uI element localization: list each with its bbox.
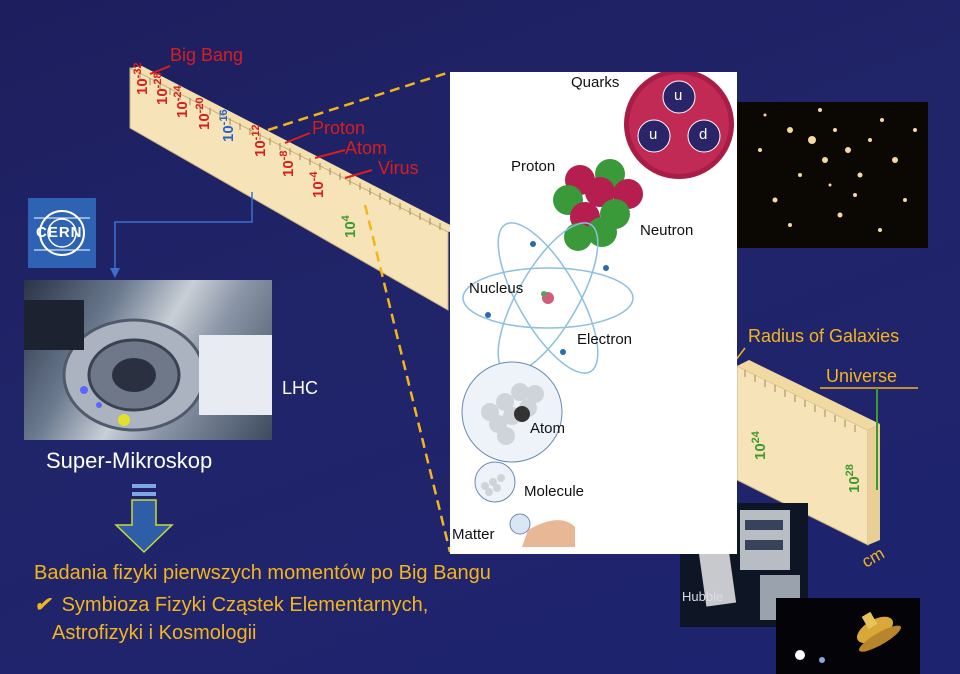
quark-u-left: u [649, 126, 658, 143]
exp-label-m32: 10-32 [132, 62, 151, 95]
pointer-atom [314, 149, 346, 159]
label-big-bang: Big Bang [170, 45, 244, 65]
cern-logo-text: CERN [36, 224, 83, 241]
panel-label-matter: Matter [452, 526, 495, 543]
panel-label-nucleus: Nucleus [469, 280, 524, 297]
exp-label-p28: 1028 [844, 464, 863, 493]
dash-line-bottom [363, 204, 452, 553]
label-radius-galaxies: Radius of Galaxies [748, 326, 900, 346]
label-virus: Virus [378, 158, 419, 178]
panel-label-neutron: Neutron [640, 222, 694, 239]
cern-logo-rings-icon [34, 210, 90, 256]
exp-label-m24: 10-24 [172, 85, 191, 118]
galaxy-cluster-stars [758, 108, 917, 232]
exp-label-m8: 10-8 [278, 150, 297, 177]
label-atom: Atom [345, 138, 388, 158]
ruler-upper-top [130, 66, 460, 232]
galaxy-cluster-photo [737, 102, 928, 248]
wmap-photo [776, 598, 920, 674]
exp-label-m16: 10-16 [218, 109, 237, 142]
pointer-proton [284, 132, 311, 144]
pointer-big-bang [149, 65, 171, 75]
down-arrow-icon [114, 484, 174, 554]
lhc-label: LHC [282, 378, 319, 398]
ruler-lower-ticks [744, 370, 856, 432]
lhc-photo [24, 280, 272, 440]
ruler-lower-side [868, 424, 880, 545]
pointer-virus [344, 169, 373, 179]
matter-scale-graphics [461, 69, 734, 547]
hubble-label: Hubble [682, 589, 724, 604]
quark-u-top: u [674, 87, 683, 104]
panel-label-electron: Electron [577, 331, 633, 348]
label-universe: Universe [826, 366, 898, 386]
ruler-lower-top [737, 360, 880, 430]
exp-label-p24: 1024 [750, 431, 769, 460]
cern-logo: CERN [28, 198, 96, 268]
exp-label-p4: 104 [340, 215, 359, 238]
research-text-line2: ✔ Symbioza Fizyki Cząstek Elementarnych, [34, 592, 428, 617]
ruler-upper-face [129, 67, 449, 311]
exp-label-m28: 10-28 [152, 72, 171, 105]
quark-d: d [699, 126, 708, 143]
super-microscope-label: Super-Mikroskop [46, 448, 213, 473]
exp-label-m12: 10-12 [250, 124, 269, 157]
check-bullet-icon: ✔ [34, 594, 51, 616]
research-text-line2-content: Symbioza Fizyki Cząstek Elementarnych, [61, 594, 429, 616]
exp-label-m4: 10-4 [308, 171, 327, 198]
matter-scale-panel: Quarks u u d Proton Neutron Nucleus Elec… [450, 69, 737, 554]
panel-label-molecule: Molecule [524, 483, 585, 500]
ruler-upper-ticks [139, 73, 441, 230]
research-text-line1: Badania fizyki pierwszych momentów po Bi… [34, 562, 491, 584]
panel-label-quarks: Quarks [571, 74, 620, 91]
lhc-connector [114, 192, 253, 270]
lhc-connector-arrowhead [110, 268, 120, 278]
exp-label-m20: 10-20 [194, 97, 213, 130]
research-text-line3: Astrofizyki i Kosmologii [52, 622, 257, 644]
panel-label-atom: Atom [530, 420, 566, 437]
label-proton: Proton [312, 118, 366, 138]
panel-label-proton: Proton [511, 158, 556, 175]
